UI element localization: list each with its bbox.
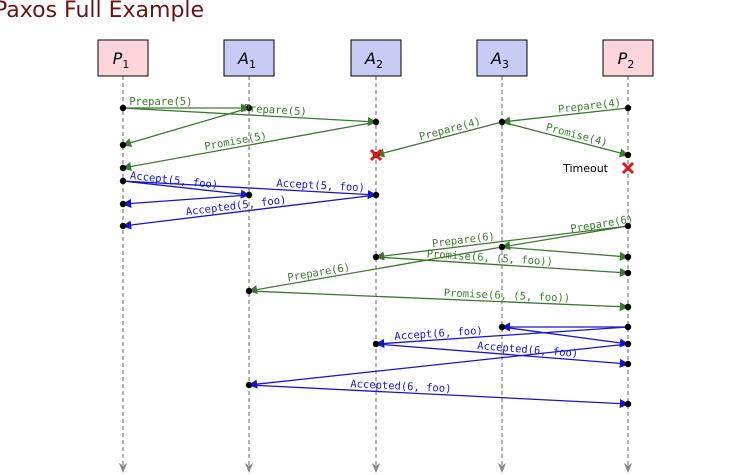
event-dot xyxy=(624,303,632,311)
event-dot xyxy=(498,323,506,331)
event-dot xyxy=(119,141,127,149)
acceptor-box xyxy=(350,39,402,77)
event-dot xyxy=(498,243,506,251)
proposer-box xyxy=(97,39,149,77)
message-arrow-7 xyxy=(122,180,250,199)
message-arrow-20 xyxy=(375,343,629,368)
message-arrow-16 xyxy=(248,290,629,312)
acceptor-box xyxy=(223,39,275,77)
message-arrow-9 xyxy=(122,194,250,208)
event-dot xyxy=(498,118,506,126)
node-a2: A2 xyxy=(350,39,402,77)
node-p2: P2 xyxy=(602,39,654,77)
message-label-13: Prepare(6) xyxy=(431,230,495,250)
message-arrow-8 xyxy=(122,180,377,200)
event-dot xyxy=(624,151,632,159)
failure-mark-p2: Timeout xyxy=(562,161,635,175)
message-label-15: Prepare(6) xyxy=(287,261,351,284)
slide-title: Paxos Full Example xyxy=(0,0,205,23)
event-dots xyxy=(119,104,632,408)
message-label-10: Accepted(5, foo) xyxy=(185,194,287,218)
event-dot xyxy=(245,381,253,389)
message-arrow-14 xyxy=(375,256,629,278)
event-dot xyxy=(372,118,380,126)
timeout-label: Timeout xyxy=(562,162,609,175)
event-dot xyxy=(245,191,253,199)
message-arrow-15 xyxy=(248,246,503,295)
event-dot xyxy=(119,164,127,172)
message-arrow-3 xyxy=(501,107,629,126)
message-arrow-19 xyxy=(375,326,629,348)
event-dot xyxy=(624,222,632,230)
node-label: P2 xyxy=(618,49,635,71)
message-label-6: Promise(5) xyxy=(204,130,268,153)
event-dot xyxy=(119,104,127,112)
messages xyxy=(122,103,629,409)
node-p1: P1 xyxy=(97,39,149,77)
message-label-11: Prepare(6) xyxy=(570,213,634,235)
message-arrow-6 xyxy=(122,121,377,172)
message-arrow-13 xyxy=(375,225,629,261)
event-dot xyxy=(624,400,632,408)
node-label: A2 xyxy=(364,49,383,71)
proposer-box xyxy=(602,39,654,77)
acceptor-box xyxy=(476,39,528,77)
message-label-22: Accepted(6, foo) xyxy=(350,378,452,395)
message-label-8: Accept(5, foo) xyxy=(276,177,365,194)
message-label-1: Prepare(5) xyxy=(243,103,307,118)
message-arrow-12 xyxy=(501,246,629,261)
event-dot xyxy=(119,177,127,185)
message-label-0: Prepare(5) xyxy=(129,96,192,108)
node-label: P1 xyxy=(113,49,130,71)
message-arrow-4 xyxy=(375,121,503,158)
event-dot xyxy=(372,191,380,199)
message-label-14: Promise(6, (5, foo)) xyxy=(426,248,553,268)
message-label-7: Accept(5, foo) xyxy=(129,170,218,192)
event-dot xyxy=(245,287,253,295)
node-a1: A1 xyxy=(223,39,275,77)
message-arrow-22 xyxy=(248,384,629,409)
message-arrow-18 xyxy=(501,326,629,348)
event-dot xyxy=(372,340,380,348)
message-arrow-2 xyxy=(122,107,250,148)
event-dot xyxy=(624,360,632,368)
message-arrow-21 xyxy=(248,343,629,389)
message-label-4: Prepare(4) xyxy=(418,116,482,144)
message-labels: Prepare(5)Prepare(5)Prepare(4)Prepare(4)… xyxy=(129,96,634,395)
message-arrow-10 xyxy=(122,194,377,230)
node-a3: A3 xyxy=(476,39,528,77)
node-label: A1 xyxy=(237,49,256,71)
event-dot xyxy=(624,269,632,277)
event-dot xyxy=(245,104,253,112)
node-boxes: P1 A1 A2 A3 P2 xyxy=(97,39,654,77)
event-dot xyxy=(624,323,632,331)
message-arrow-5 xyxy=(501,121,629,158)
event-dot xyxy=(119,200,127,208)
node-label: A3 xyxy=(490,49,509,71)
failure-mark-a2 xyxy=(369,148,383,162)
event-dot xyxy=(372,253,380,261)
message-arrow-1 xyxy=(122,107,377,127)
message-label-19: Accept(6, foo) xyxy=(394,325,483,343)
event-dot xyxy=(624,104,632,112)
event-dot xyxy=(624,340,632,348)
event-dot xyxy=(624,253,632,261)
message-label-5: Promise(4) xyxy=(545,121,609,149)
failures: Timeout xyxy=(369,148,635,175)
message-arrow-11 xyxy=(501,225,629,251)
message-label-16: Promise(6, (5, foo)) xyxy=(444,287,571,304)
event-dot xyxy=(119,222,127,230)
message-label-20: Accepted(6, foo) xyxy=(477,340,579,360)
